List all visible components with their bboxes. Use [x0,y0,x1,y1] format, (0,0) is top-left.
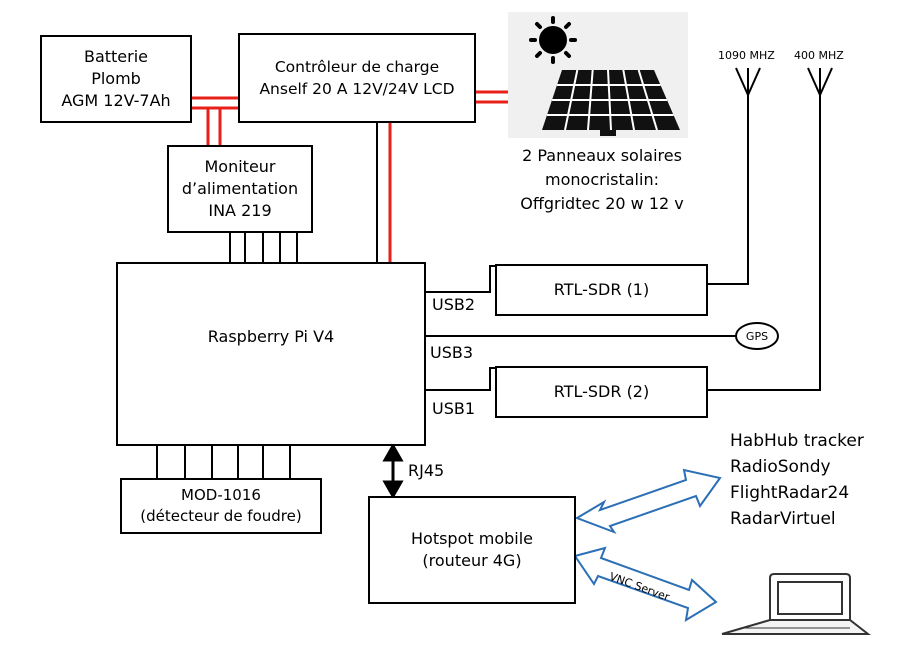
sun-icon [529,16,577,64]
wire-sdr1-antenna [707,95,749,285]
antenna-1090-icon [735,67,761,96]
rtl-sdr-1-box: RTL-SDR (1) [495,264,708,316]
wire-usb2-sdr1 [424,265,497,293]
rj45-arrow [382,442,404,500]
battery-box: Batterie Plomb AGM 12V-7Ah [40,35,192,123]
hotspot-line-1: Hotspot mobile [411,529,533,548]
antenna-400-icon [807,67,833,96]
hotspot-box: Hotspot mobile (routeur 4G) [368,496,576,604]
internet-arrow [574,468,722,535]
power-monitor-line-3: INA 219 [208,201,272,220]
battery-line-3: AGM 12V-7Ah [61,91,171,110]
gps-label: GPS [745,330,769,343]
service-habhub: HabHub tracker [730,431,864,451]
service-flightradar24: FlightRadar24 [730,483,850,503]
usb1-label: USB1 [432,399,476,418]
hotspot-line-2: (routeur 4G) [422,551,522,570]
battery-line-1: Batterie [83,47,149,66]
solar-line-1: 2 Panneaux solaires [522,146,682,165]
rj45-label: RJ45 [408,461,445,480]
charge-controller-line-1: Contrôleur de charge [274,58,440,76]
panel-stand [600,130,616,136]
panel-cells [547,69,674,131]
power-monitor-line-2: d’alimentation [181,179,299,198]
wire-usb1-sdr2 [424,367,497,391]
signal-wires [156,67,833,478]
internet-arrow-icon [574,468,722,535]
service-radiosondy: RadioSondy [730,457,831,477]
usb2-label: USB2 [432,295,476,314]
raspberry-pi-box: Raspberry Pi V4 [116,262,426,446]
antenna-400-label: 400 MHZ [794,49,844,62]
service-radarvirtuel: RadarVirtuel [730,509,836,529]
rtl-sdr-2-box: RTL-SDR (2) [495,366,708,418]
power-monitor-line-1: Moniteur [204,157,276,176]
solar-line-3: Offgridtec 20 w 12 v [520,194,684,213]
solar-panel-icon [508,12,688,138]
usb3-label: USB3 [430,343,474,362]
gps-circle [735,322,779,350]
solar-panels-label: 2 Panneaux solaires monocristalin: Offgr… [496,144,708,216]
rtl-sdr-1-label: RTL-SDR (1) [553,280,650,299]
rtl-sdr-2-label: RTL-SDR (2) [553,382,650,401]
vnc-arrow [573,546,718,622]
power-monitor-box: Moniteur d’alimentation INA 219 [167,145,313,233]
laptop-icon [721,573,871,635]
raspberry-pi-label: Raspberry Pi V4 [207,327,335,346]
lightning-line-1: MOD-1016 [181,486,261,504]
lightning-detector-box: MOD-1016 (détecteur de foudre) [120,478,322,534]
charge-controller-line-2: Anself 20 A 12V/24V LCD [259,80,455,98]
charge-controller-box: Contrôleur de charge Anself 20 A 12V/24V… [238,33,476,123]
solar-line-2: monocristalin: [545,170,659,189]
wire-sdr2-antenna [707,95,821,391]
vnc-arrow-icon [573,546,718,622]
services-list: HabHub tracker RadioSondy FlightRadar24 … [730,428,864,532]
battery-line-2: Plomb [91,69,141,88]
antenna-1090-label: 1090 MHZ [718,49,775,62]
lightning-line-2: (détecteur de foudre) [140,507,302,525]
